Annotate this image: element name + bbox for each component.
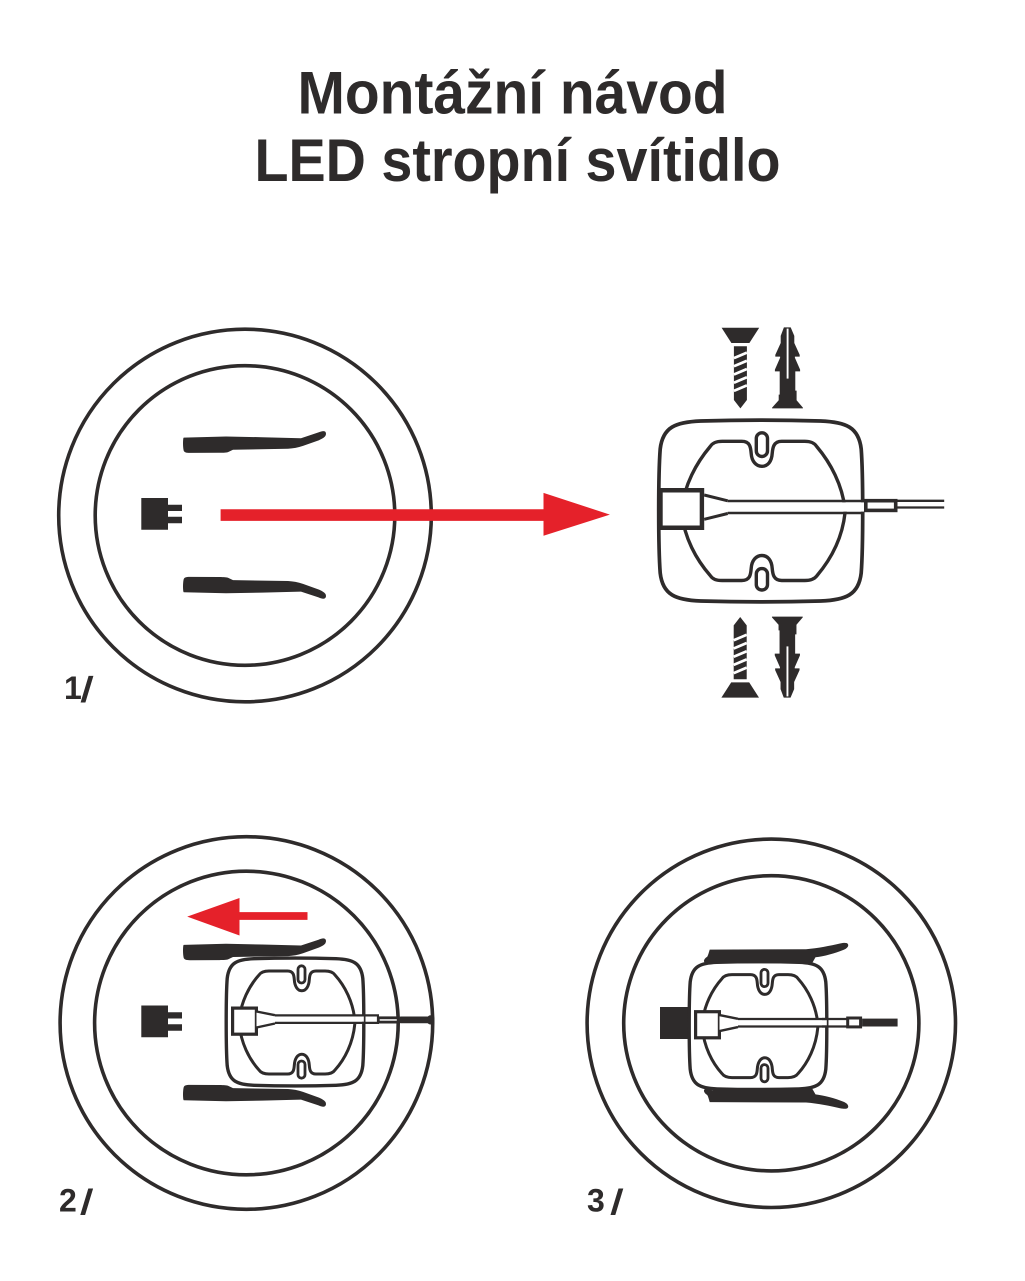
svg-text:LED stropní svítidlo: LED stropní svítidlo <box>255 127 781 194</box>
svg-text:2: 2 <box>59 1183 77 1219</box>
svg-text:Montážní návod: Montážní návod <box>298 60 728 127</box>
svg-text:1: 1 <box>64 670 82 706</box>
svg-text:3: 3 <box>587 1183 605 1219</box>
